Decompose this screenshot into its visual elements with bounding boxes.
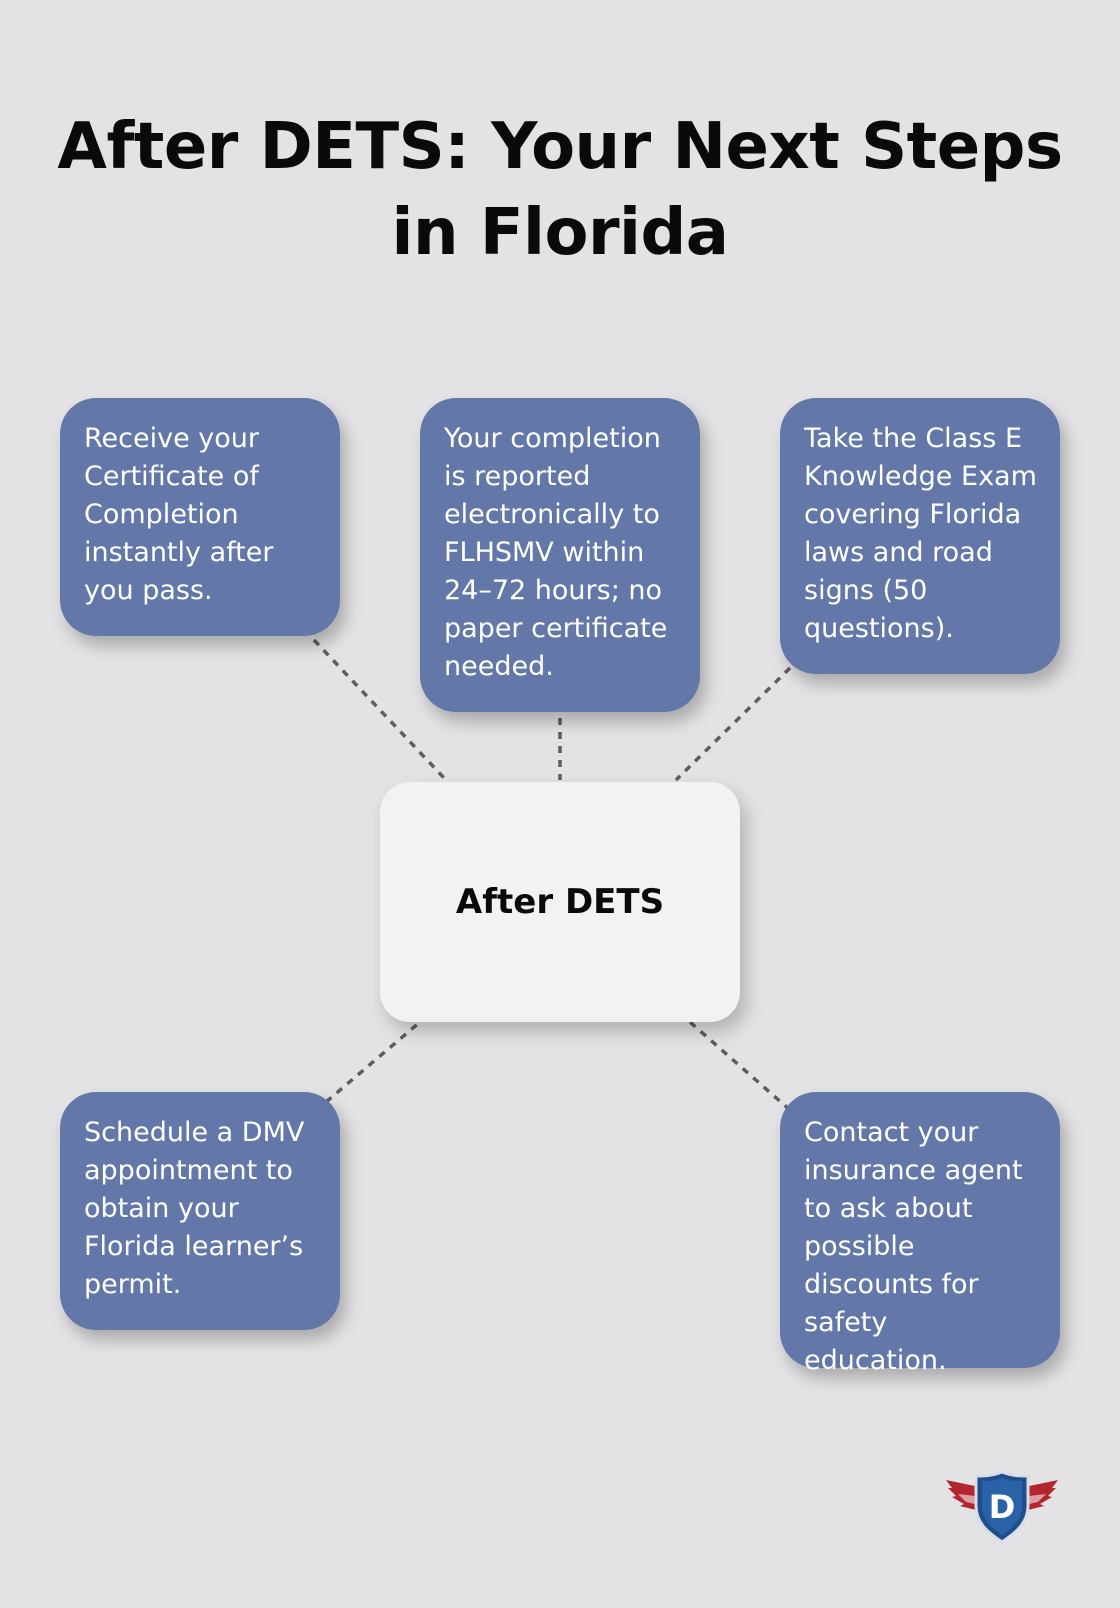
- step-text: Take the Class E Knowledge Exam covering…: [804, 423, 1037, 644]
- step-box-receive-certificate: Receive your Certificate of Completion i…: [60, 398, 340, 636]
- page-title: After DETS: Your Next Steps in Florida: [57, 110, 1063, 270]
- connector-step-4: [324, 1020, 422, 1104]
- step-text: Contact your insurance agent to ask abou…: [804, 1117, 1023, 1376]
- step-box-insurance-discount: Contact your insurance agent to ask abou…: [780, 1092, 1060, 1376]
- center-label: After DETS: [455, 882, 665, 922]
- winged-shield-logo-icon: D: [946, 1470, 1058, 1544]
- step-text: Receive your Certificate of Completion i…: [84, 423, 274, 606]
- step-text: Your completion is reported electronical…: [444, 423, 668, 682]
- step-box-electronic-report: Your completion is reported electronical…: [420, 398, 700, 712]
- connector-step-1: [312, 638, 448, 782]
- connector-step-5: [688, 1020, 792, 1112]
- logo-letter: D: [989, 1488, 1016, 1526]
- step-box-knowledge-exam: Take the Class E Knowledge Exam covering…: [780, 398, 1060, 674]
- step-text: Schedule a DMV appointment to obtain you…: [84, 1117, 305, 1300]
- center-hub: After DETS: [380, 782, 740, 1022]
- step-box-dmv-appointment: Schedule a DMV appointment to obtain you…: [60, 1092, 340, 1330]
